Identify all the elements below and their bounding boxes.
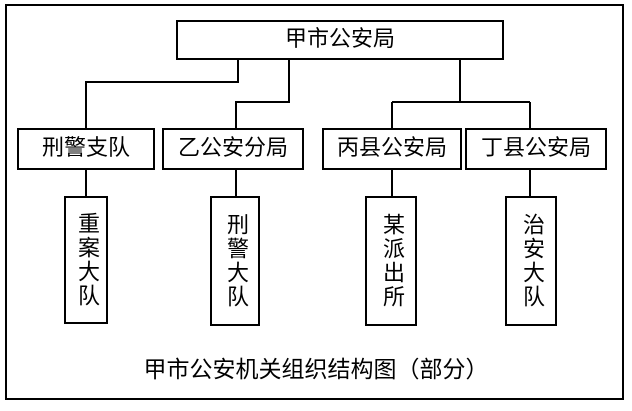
node-root-label: 甲市公安局 [284, 27, 395, 52]
connector-root-to-yi [235, 58, 290, 128]
node-yi-fenju: 乙公安分局 [162, 128, 304, 170]
node-label: 某派出所 [379, 213, 404, 309]
node-label: 刑警大队 [223, 213, 248, 309]
node-zhian-dadui: 治安大队 [505, 196, 557, 326]
node-ding-xian: 丁县公安局 [465, 128, 607, 170]
node-root: 甲市公安局 [176, 20, 504, 60]
node-label: 丙县公安局 [336, 136, 447, 161]
diagram-caption: 甲市公安机关组织结构图（部分） [143, 357, 489, 383]
node-xingjing-zhidui: 刑警支队 [17, 128, 155, 170]
node-label: 重案大队 [74, 212, 99, 308]
node-label: 刑警支队 [41, 136, 130, 161]
diagram-frame [5, 4, 624, 400]
node-xingjing-dadui: 刑警大队 [210, 196, 260, 326]
node-label: 丁县公安局 [480, 136, 591, 161]
node-label: 治安大队 [519, 213, 544, 309]
node-bing-xian: 丙县公安局 [322, 128, 462, 170]
node-zhongan-dadui: 重案大队 [64, 196, 108, 324]
node-paichusuo: 某派出所 [365, 196, 417, 326]
connector-root-to-xingjing [85, 58, 239, 128]
node-label: 乙公安分局 [177, 136, 288, 161]
